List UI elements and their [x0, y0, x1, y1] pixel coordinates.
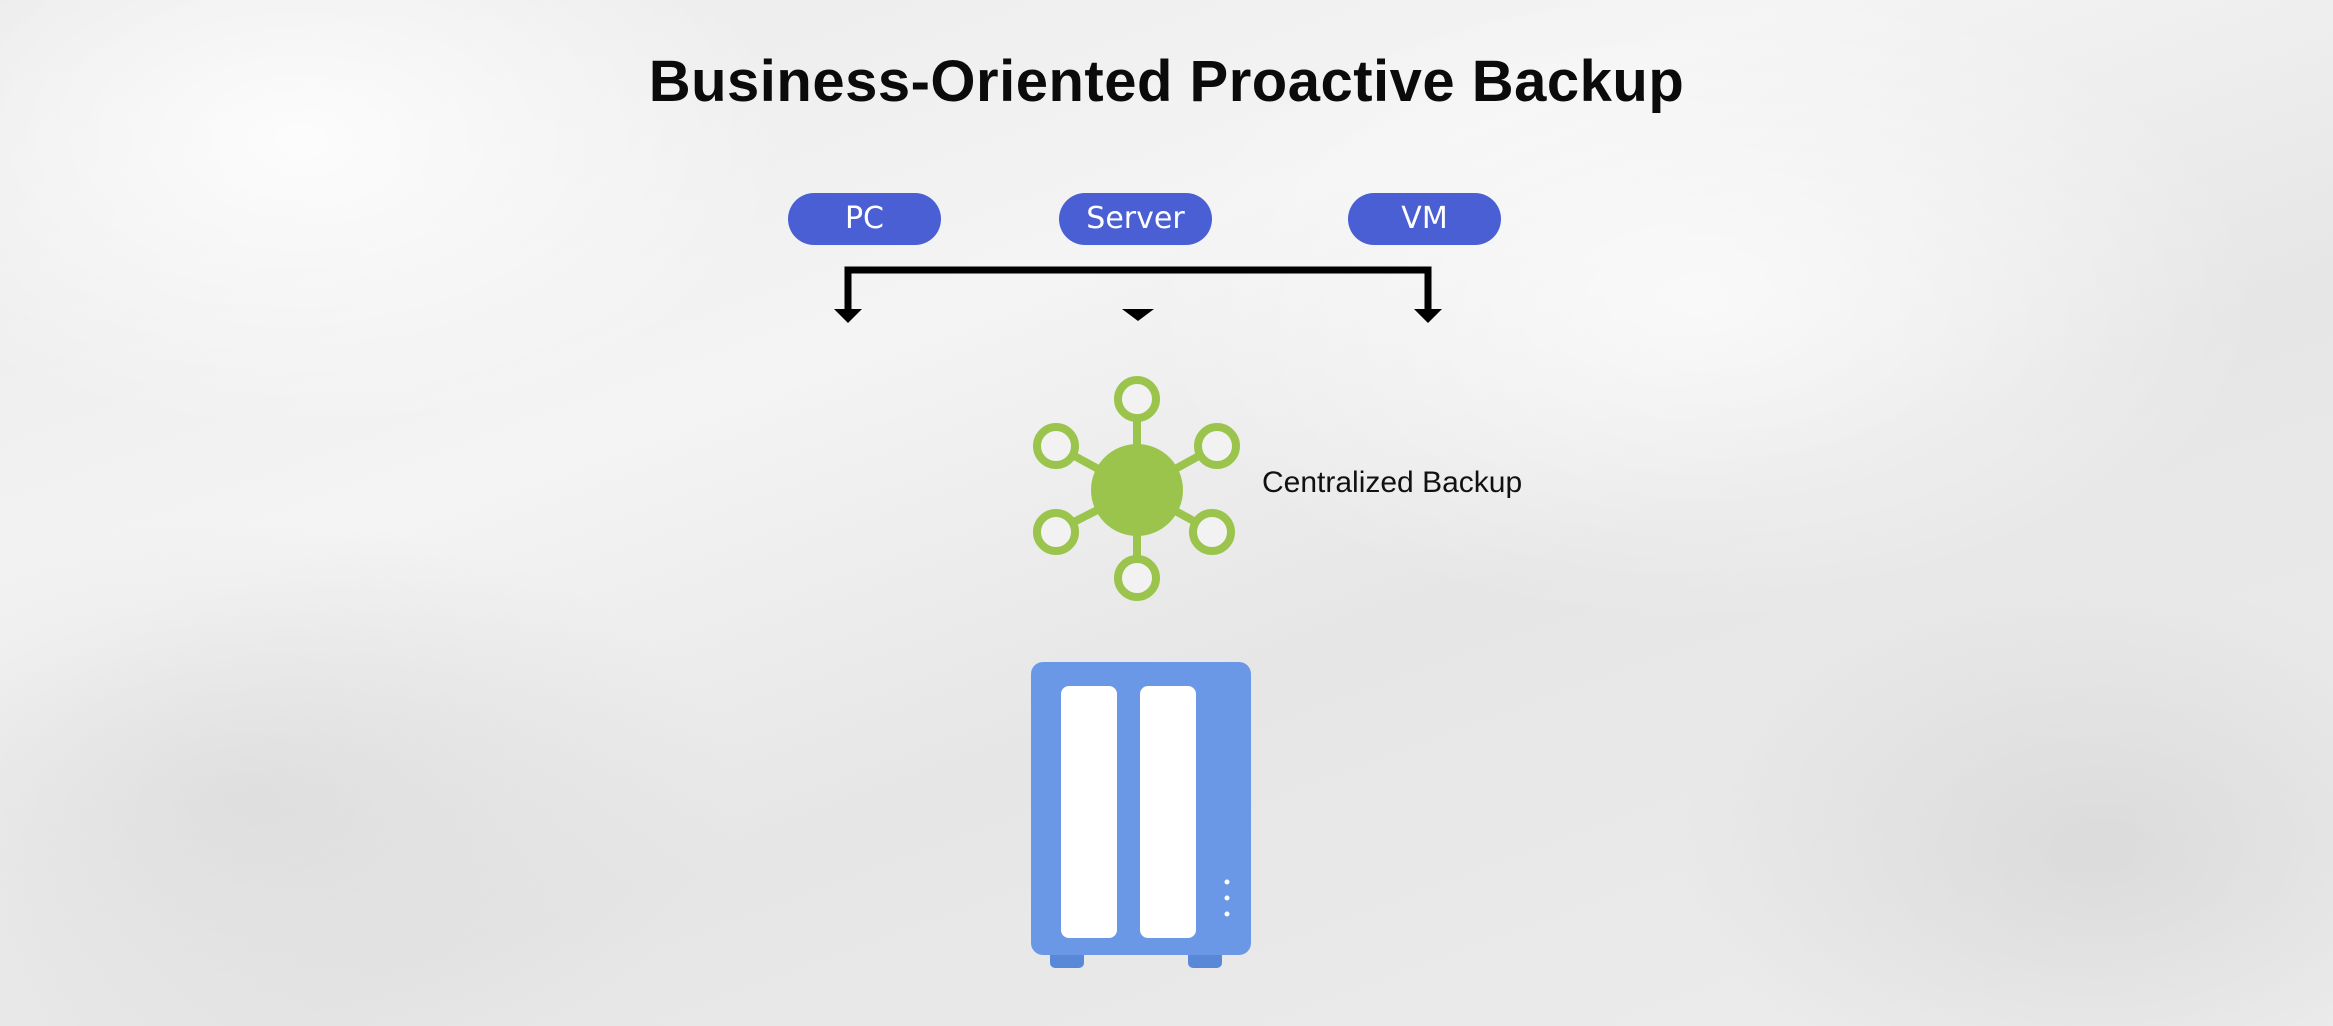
page-title: Business-Oriented Proactive Backup — [648, 49, 1685, 114]
arrow-down-center-icon — [1122, 309, 1154, 321]
connector-arrows — [834, 266, 1442, 323]
status-led-icon — [1224, 879, 1230, 917]
source-pill-server: Server — [1059, 193, 1212, 245]
drive-bay-right — [1140, 686, 1196, 938]
drive-bay-left — [1061, 686, 1117, 938]
nas-device-icon — [1031, 662, 1251, 968]
network-hub-icon — [1033, 376, 1240, 601]
connector-bracket-line — [844, 266, 1432, 319]
source-pill-pc: PC — [788, 193, 941, 245]
arrow-down-left-icon — [834, 309, 862, 323]
centralized-backup-label: Centralized Backup — [1262, 466, 1523, 499]
source-pill-vm: VM — [1348, 193, 1501, 245]
arrow-down-right-icon — [1414, 309, 1442, 323]
